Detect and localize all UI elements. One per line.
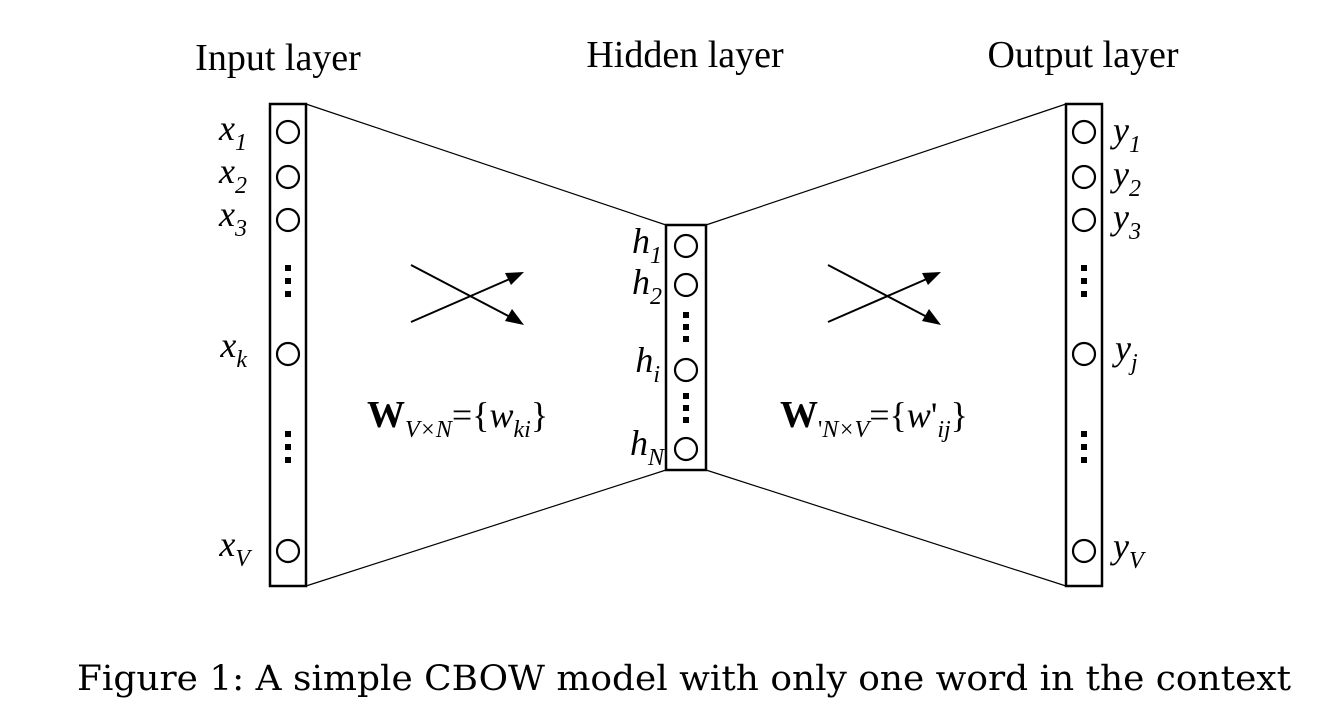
output-label-y2: y2 bbox=[1110, 154, 1141, 202]
input-node bbox=[275, 341, 301, 367]
figure-caption: Figure 1: A simple CBOW model with only … bbox=[77, 659, 1291, 699]
hidden-node bbox=[673, 357, 699, 383]
hidden-node bbox=[673, 272, 699, 298]
hidden-ellipsis-upper bbox=[683, 312, 689, 342]
weight-matrix-hidden-output: W'N×V={w'ij} bbox=[780, 394, 968, 443]
input-label-x2: x2 bbox=[218, 151, 247, 199]
input-label-x1: x1 bbox=[218, 108, 247, 156]
hidden-node bbox=[673, 233, 699, 259]
hidden-label-h2: h2 bbox=[632, 262, 662, 310]
connection-line-output-bottom bbox=[705, 469, 1067, 587]
hidden-layer-title: Hidden layer bbox=[586, 34, 784, 76]
input-node bbox=[275, 538, 301, 564]
output-node bbox=[1071, 119, 1097, 145]
cross-arrow-icon-right bbox=[827, 264, 941, 325]
input-layer-title: Input layer bbox=[195, 37, 361, 79]
output-label-y3: y3 bbox=[1110, 197, 1141, 245]
output-layer-title: Output layer bbox=[987, 34, 1178, 76]
input-label-xV: xV bbox=[218, 524, 252, 572]
hidden-label-h1: h1 bbox=[632, 221, 662, 269]
output-label-yV: yV bbox=[1110, 526, 1146, 574]
input-ellipsis-upper bbox=[285, 265, 291, 297]
input-node bbox=[275, 164, 301, 190]
output-ellipsis-lower bbox=[1081, 431, 1087, 463]
connection-line-input-top bbox=[305, 103, 667, 226]
input-label-xk: xk bbox=[219, 325, 247, 373]
connection-line-output-top bbox=[705, 103, 1067, 226]
input-node bbox=[275, 119, 301, 145]
hidden-label-hN: hN bbox=[630, 423, 666, 471]
output-node bbox=[1071, 164, 1097, 190]
hidden-layer-box bbox=[664, 223, 708, 472]
cross-arrow-icon-left bbox=[410, 264, 524, 325]
hidden-ellipsis-lower bbox=[683, 393, 689, 423]
output-label-y1: y1 bbox=[1110, 110, 1141, 158]
weight-matrix-input-hidden: WV×N={wki} bbox=[367, 394, 548, 443]
input-ellipsis-lower bbox=[285, 431, 291, 463]
output-node bbox=[1071, 207, 1097, 233]
output-node bbox=[1071, 341, 1097, 367]
input-node bbox=[275, 207, 301, 233]
input-label-x3: x3 bbox=[218, 194, 247, 242]
output-node bbox=[1071, 538, 1097, 564]
hidden-node bbox=[673, 436, 699, 462]
connection-line-input-bottom bbox=[305, 469, 667, 587]
output-ellipsis-upper bbox=[1081, 265, 1087, 297]
hidden-label-hi: hi bbox=[635, 340, 660, 388]
output-label-yj: yj bbox=[1112, 328, 1138, 376]
